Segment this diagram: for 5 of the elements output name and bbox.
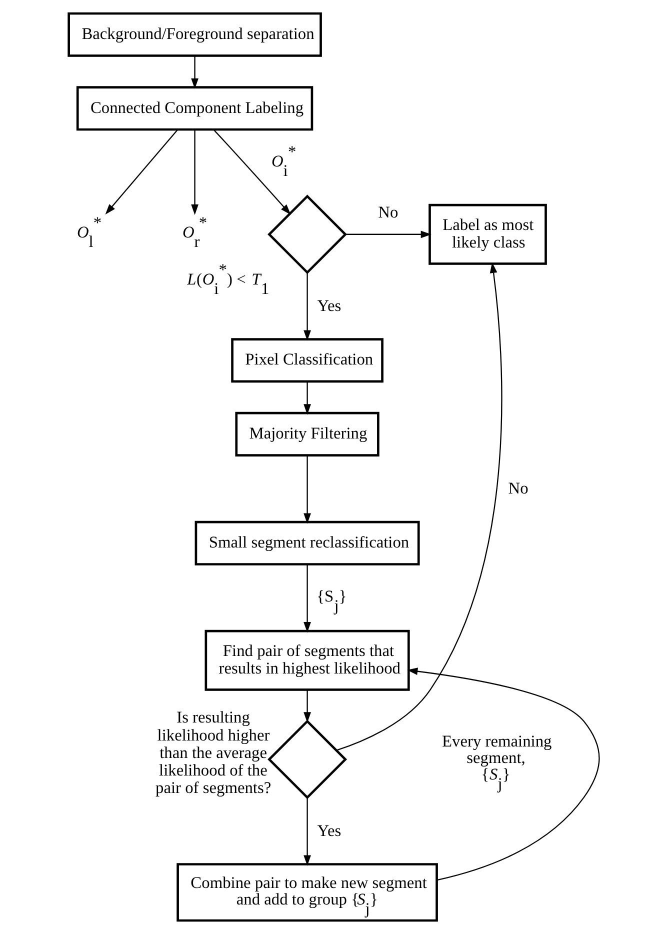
node-label: Is resulting likelihood higher than the average likelihood of the pair of segments?	[156, 708, 272, 798]
edge-label: No	[378, 202, 398, 222]
edge-label: Yes	[317, 296, 342, 315]
edge-label: No	[508, 478, 528, 498]
edge-label: Yes	[317, 820, 342, 840]
